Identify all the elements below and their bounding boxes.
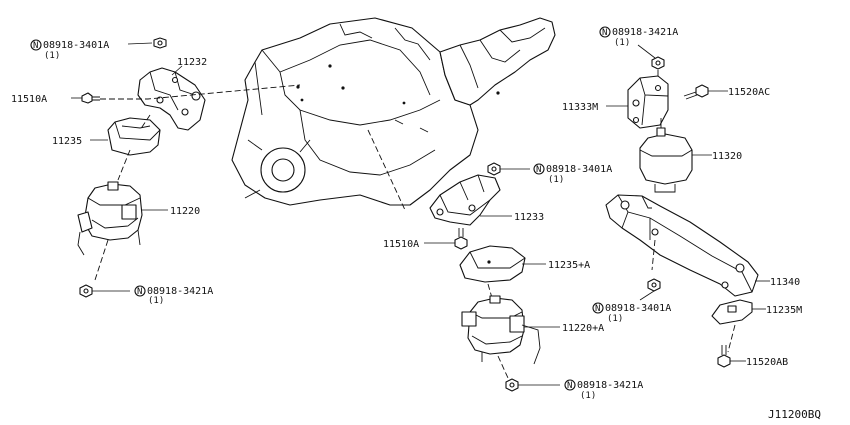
label-bolt-bottom-right: 11520AB: [746, 357, 788, 368]
label-nut-right-qty: (1): [607, 314, 623, 324]
bracket-rear: [627, 75, 669, 129]
crossmember: [605, 194, 759, 297]
insulator-left: [107, 117, 161, 156]
transmission: [439, 17, 556, 106]
label-insulator-left: 11235: [52, 136, 82, 147]
label-bolt-rear: 11520AC: [728, 87, 770, 98]
label-nut-bottom-mid: 08918-3421A: [577, 380, 643, 391]
label-nut-mid: 08918-3401A: [546, 164, 612, 175]
label-nut-top-right: 08918-3421A: [612, 27, 678, 38]
mount-rear: [639, 118, 693, 193]
mount-right: [461, 295, 541, 365]
label-bolt-mid: 11510A: [383, 239, 419, 250]
nut-mid-prefix: N: [536, 165, 541, 175]
label-crossmember: 11340: [770, 277, 800, 288]
bolt-left: [81, 92, 100, 104]
nut-bottom-left: [79, 284, 93, 298]
label-bracket-right: 11233: [514, 212, 544, 223]
label-nut-right: 08918-3401A: [605, 303, 671, 314]
label-nut-mid-qty: (1): [548, 175, 564, 185]
bracket-right: [429, 174, 501, 226]
label-bracket-left: 11232: [177, 57, 207, 68]
bolt-bottom-right: [717, 345, 731, 368]
nut-mid: [487, 162, 501, 176]
nut-bottom-left-prefix: N: [137, 287, 142, 297]
label-bracket-rear: 11333M: [562, 102, 598, 113]
label-nut-top-right-qty: (1): [614, 38, 630, 48]
label-insulator-rear: 11235M: [766, 305, 802, 316]
label-nut-top-left: 08918-3401A: [43, 40, 109, 51]
label-nut-bottom-left-qty: (1): [148, 296, 164, 306]
insulator-rear: [711, 299, 753, 325]
label-mount-left: 11220: [170, 206, 200, 217]
label-nut-top-left-qty: (1): [44, 51, 60, 61]
nut-bottom-mid: [505, 378, 519, 392]
nut-bottom-mid-prefix: N: [567, 381, 572, 391]
nut-top-left: [153, 37, 167, 49]
bolt-mid: [454, 228, 468, 250]
insulator-right: [459, 245, 526, 283]
label-mount-right: 11220+A: [562, 323, 604, 334]
label-nut-bottom-mid-qty: (1): [580, 391, 596, 401]
label-insulator-right: 11235+A: [548, 260, 590, 271]
engine-block: [231, 17, 479, 206]
diagram-code: J11200BQ: [768, 408, 821, 421]
bolt-rear: [683, 84, 709, 100]
nut-top-right-prefix: N: [602, 28, 607, 38]
bracket-left: [137, 67, 206, 131]
label-bolt-left: 11510A: [11, 94, 47, 105]
label-nut-bottom-left: 08918-3421A: [147, 286, 213, 297]
label-mount-rear: 11320: [712, 151, 742, 162]
nut-right-prefix: N: [595, 304, 600, 314]
nut-top-right: [651, 56, 665, 70]
nut-right: [647, 278, 661, 292]
nut-top-left-prefix: N: [33, 41, 38, 51]
mount-left: [77, 181, 143, 256]
